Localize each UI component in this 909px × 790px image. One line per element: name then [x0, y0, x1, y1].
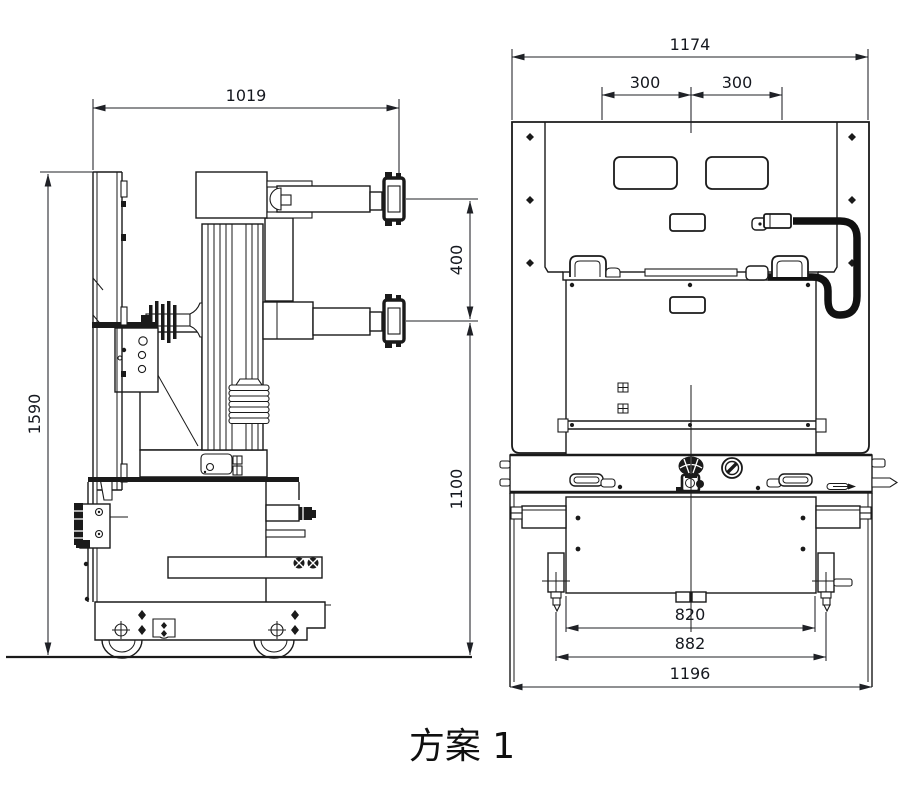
center-tab-right: [691, 591, 707, 603]
dimension-label: 882: [675, 634, 706, 653]
vent-slot-left: [613, 156, 678, 190]
support-bracket: [92, 322, 159, 393]
lifting-handle-right: [745, 255, 809, 281]
dimension-foot-span: 882: [555, 612, 827, 661]
jumper-cable: [768, 217, 861, 319]
dimension-label: 300: [722, 73, 753, 92]
lifting-handle-left: [569, 255, 621, 278]
cart-base: [94, 601, 331, 659]
cable-connector: [751, 213, 792, 231]
pull-handle-right[interactable]: [766, 473, 813, 488]
dimension-label: 1019: [226, 86, 267, 105]
column-side-pocket: [264, 217, 294, 302]
shelf-plate: [644, 268, 738, 277]
dimension-door-width: 820: [565, 596, 816, 632]
cart-body: [74, 477, 323, 602]
bellows: [228, 378, 270, 425]
column-head: [195, 171, 268, 219]
lower-terminal: [382, 294, 406, 348]
side-view: 1019 1590 400 1100: [6, 86, 478, 659]
front-view: 1174 300 300 820 882 1196: [499, 35, 899, 691]
dimension-label: 300: [630, 73, 661, 92]
dimension-overall-width-side: 1019: [92, 86, 400, 174]
contact-probe: [265, 504, 316, 522]
small-cutout-lower: [669, 296, 706, 314]
guide-rail-left: [510, 505, 567, 529]
vent-slot-right: [705, 156, 769, 190]
mechanism-housing: [139, 331, 268, 478]
dimension-terminal-pitch: 400: [406, 198, 478, 322]
small-cutout-upper: [669, 213, 706, 232]
leveling-foot-right: [812, 552, 853, 613]
pull-handle-left[interactable]: [569, 473, 616, 488]
drawing-caption: 方案 1: [409, 726, 515, 767]
lock-screw[interactable]: [721, 457, 743, 479]
cart-lower: [509, 385, 873, 687]
center-tab-left: [675, 591, 691, 603]
dimension-label: 400: [447, 245, 466, 276]
dimension-label: 1590: [25, 394, 44, 435]
left-wheel: [101, 639, 143, 659]
release-tab: [871, 477, 899, 488]
breaker-box: [557, 271, 827, 456]
guide-rail-right: [815, 505, 872, 529]
interlock-latch: [74, 503, 128, 549]
leveling-foot-left: [542, 552, 570, 613]
dimension-label: 1100: [447, 469, 466, 510]
dimension-lower-terminal-height: 1100: [447, 322, 474, 656]
grid-symbol-top: [617, 382, 629, 393]
dimension-overall-height-side: 1590: [25, 171, 98, 656]
dimension-phase-spacing-left: 300: [601, 73, 692, 133]
lower-bushing-arm: [262, 294, 406, 348]
dimension-phase-spacing-right: 300: [690, 73, 783, 120]
side-beam: [167, 556, 323, 579]
dimension-overall-width-front: 1174: [511, 35, 869, 120]
indicator-slot: [826, 483, 856, 490]
upper-terminal: [382, 172, 406, 226]
dimension-label: 1174: [670, 35, 711, 54]
upper-bushing-arm: [266, 172, 406, 226]
right-wheel: [253, 639, 295, 659]
dimension-label: 1196: [670, 664, 711, 683]
grid-symbol-bottom: [617, 403, 629, 414]
dimension-label: 820: [675, 605, 706, 624]
cart-band: [499, 453, 899, 494]
dimension-base-width: 1196: [509, 664, 873, 691]
